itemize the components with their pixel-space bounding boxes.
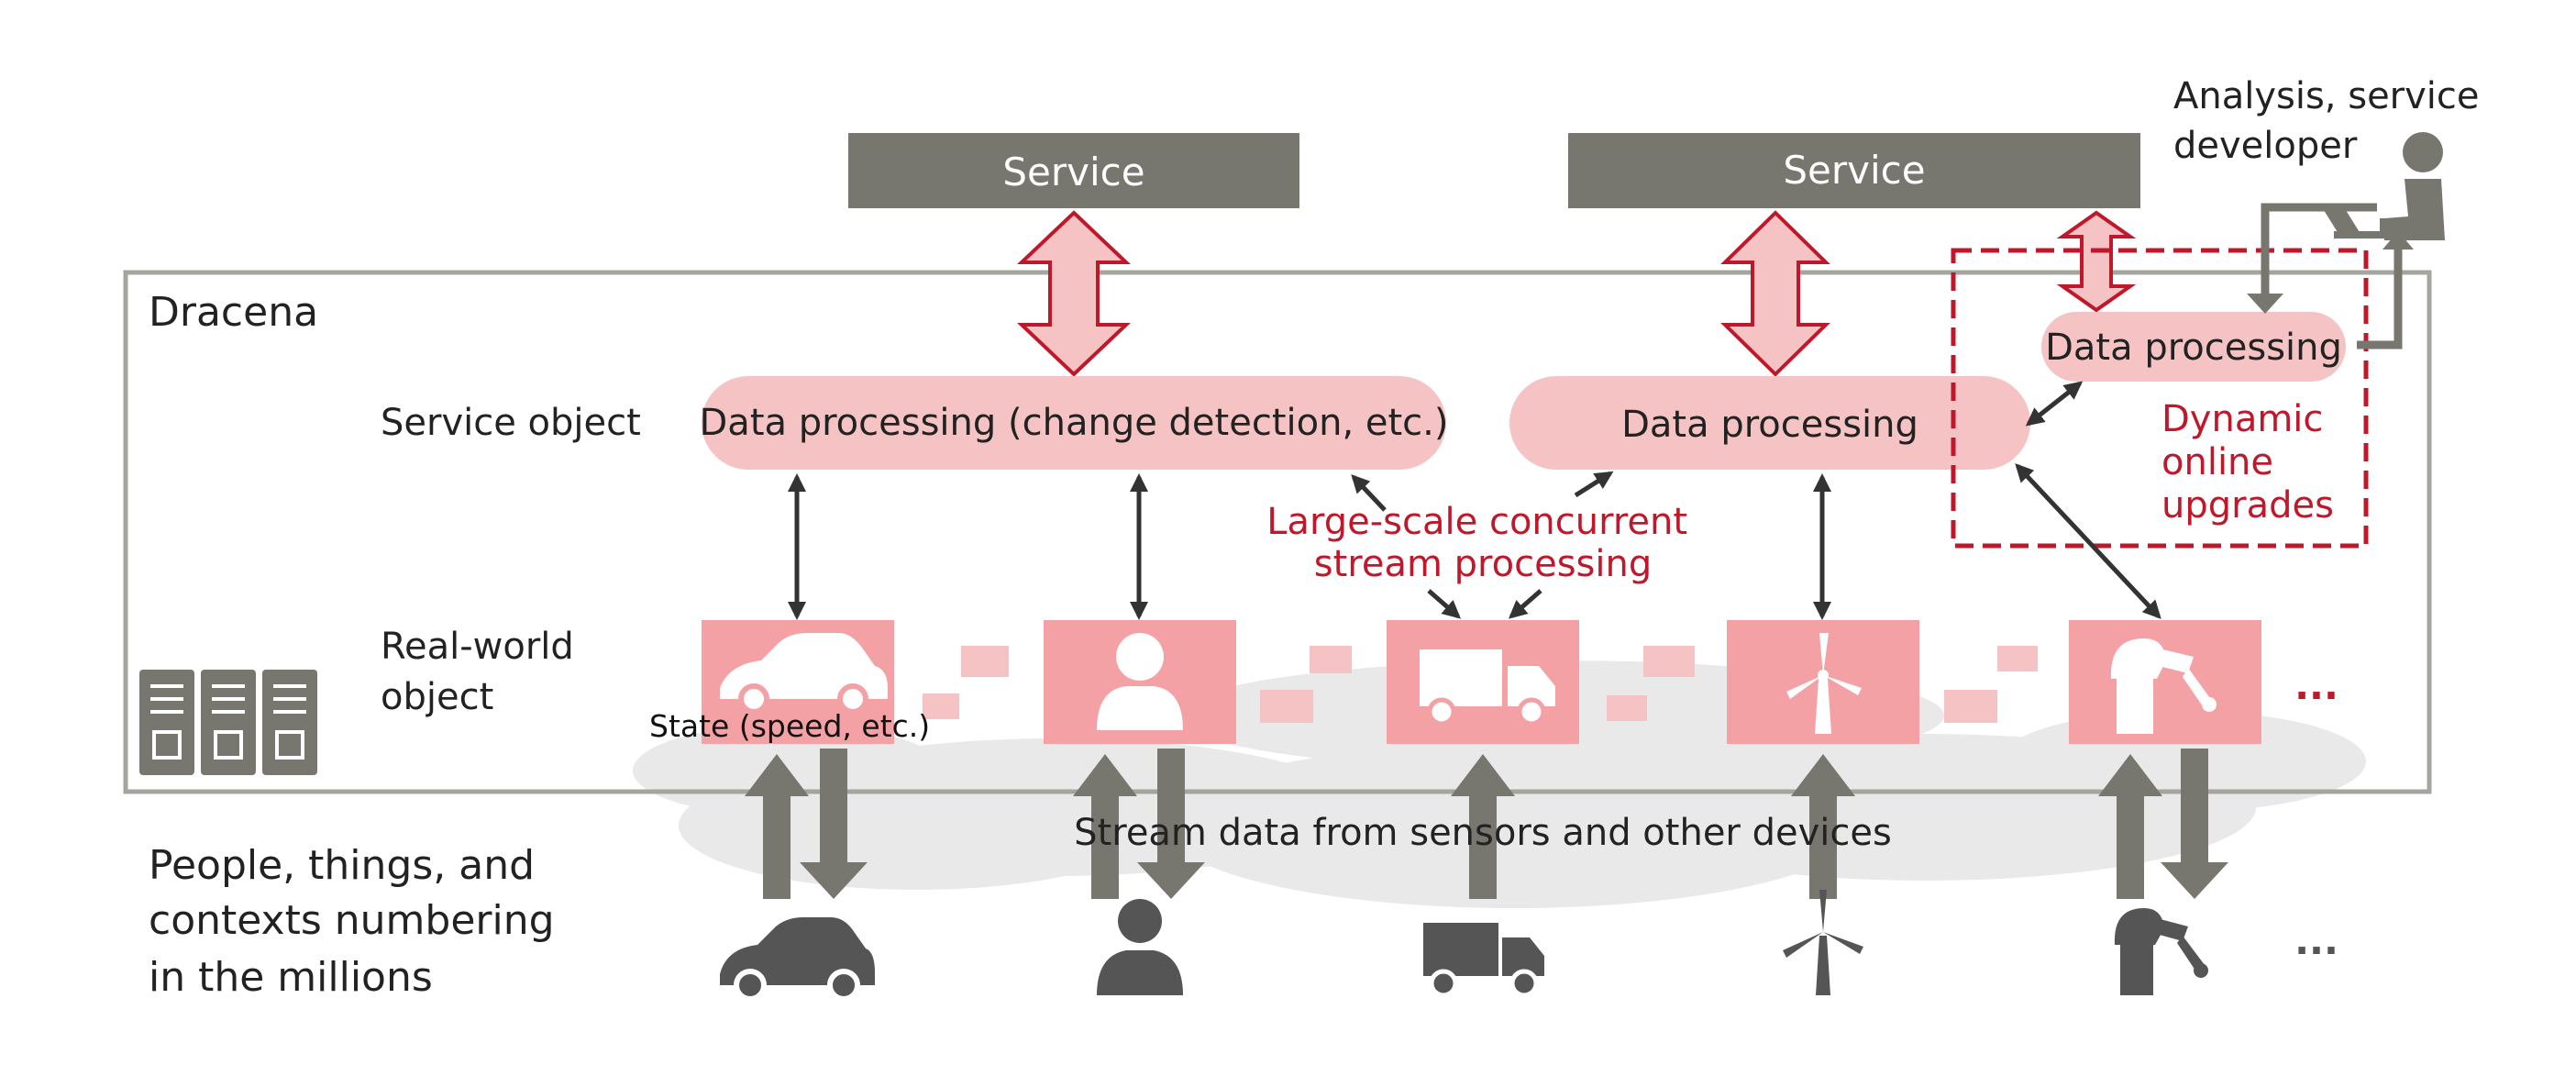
truck-icon <box>1420 649 1555 727</box>
robot-arm-icon <box>2110 638 2217 734</box>
svg-text:Service: Service <box>1002 150 1144 194</box>
service-object-pill: Data processing <box>2041 312 2346 382</box>
concurrent-pointer <box>1574 471 1614 498</box>
car-icon <box>720 917 875 1002</box>
car-icon <box>720 633 888 715</box>
real-world-object-tile <box>1387 620 1579 744</box>
service-box: Service <box>1568 133 2140 208</box>
state-label: State (speed, etc.) <box>649 708 930 744</box>
real-world-object-tile <box>1727 620 1919 744</box>
wind-turbine-icon <box>1783 890 1863 995</box>
concurrent-pointer <box>1508 589 1542 619</box>
svg-text:Data processing (change detect: Data processing (change detection, etc.) <box>700 402 1449 444</box>
svg-text:Service: Service <box>1783 148 1925 193</box>
dracena-title: Dracena <box>149 289 318 336</box>
stream-arrow-up <box>1791 754 1855 899</box>
object-link-arrow <box>2025 381 2084 427</box>
developer-deploy-connector <box>2261 203 2377 298</box>
real-world-object-tile <box>1044 620 1236 744</box>
concurrent-pointer <box>1351 474 1387 512</box>
wind-turbine-icon <box>1786 633 1862 734</box>
developer-icon <box>2322 132 2445 240</box>
service-link-arrow <box>1720 210 1830 377</box>
stream-arrow-down <box>800 749 868 899</box>
svg-text:Data processing: Data processing <box>1621 404 1918 446</box>
service-object-label: Service object <box>381 402 641 444</box>
service-object-pill: Data processing <box>1509 376 2030 470</box>
stream-arrow-down <box>2161 749 2228 899</box>
population-label: People, things, and contexts numbering i… <box>149 842 568 1001</box>
svg-text:Data processing: Data processing <box>2045 327 2342 369</box>
service-object-pill: Data processing (change detection, etc.) <box>700 376 1449 470</box>
stream-blocks <box>923 646 2038 723</box>
stream-arrow-up <box>1451 754 1515 899</box>
service-link-arrow <box>2056 210 2137 313</box>
real-world-object-tile <box>702 620 894 744</box>
concurrent-pointer <box>1427 589 1462 619</box>
real-world-object-label: Real-world object <box>381 626 586 718</box>
service-box: Service <box>848 133 1299 208</box>
object-link-arrow <box>2015 463 2161 619</box>
dynamic-upgrades-label: Dynamic online upgrades <box>2161 398 2335 527</box>
stream-arrow-up <box>745 754 809 899</box>
truck-icon <box>1423 923 1544 998</box>
developer-label: Analysis, service developer <box>2173 75 2491 167</box>
developer-feedback-connector <box>2357 246 2403 349</box>
arrowhead-down <box>2247 294 2283 314</box>
ellipsis-things: ... <box>2294 918 2338 963</box>
service-link-arrow <box>1016 210 1132 377</box>
real-world-object-tile <box>2069 620 2261 744</box>
concurrent-processing-label: Large-scale concurrent stream processing <box>1266 501 1699 585</box>
stream-arrow-down <box>1137 749 1205 899</box>
person-icon <box>1097 633 1183 730</box>
server-rack-icon <box>139 670 317 775</box>
stream-arrow-up <box>2098 754 2162 899</box>
arrowhead-up <box>2383 231 2414 250</box>
stream-data-label: Stream data from sensors and other devic… <box>1074 812 1892 854</box>
robot-arm-icon <box>2114 908 2208 995</box>
dracena-frame <box>123 270 2432 794</box>
stream-arrow-up <box>1073 754 1137 899</box>
ellipsis-objects: ... <box>2294 663 2338 708</box>
person-icon <box>1097 899 1183 995</box>
